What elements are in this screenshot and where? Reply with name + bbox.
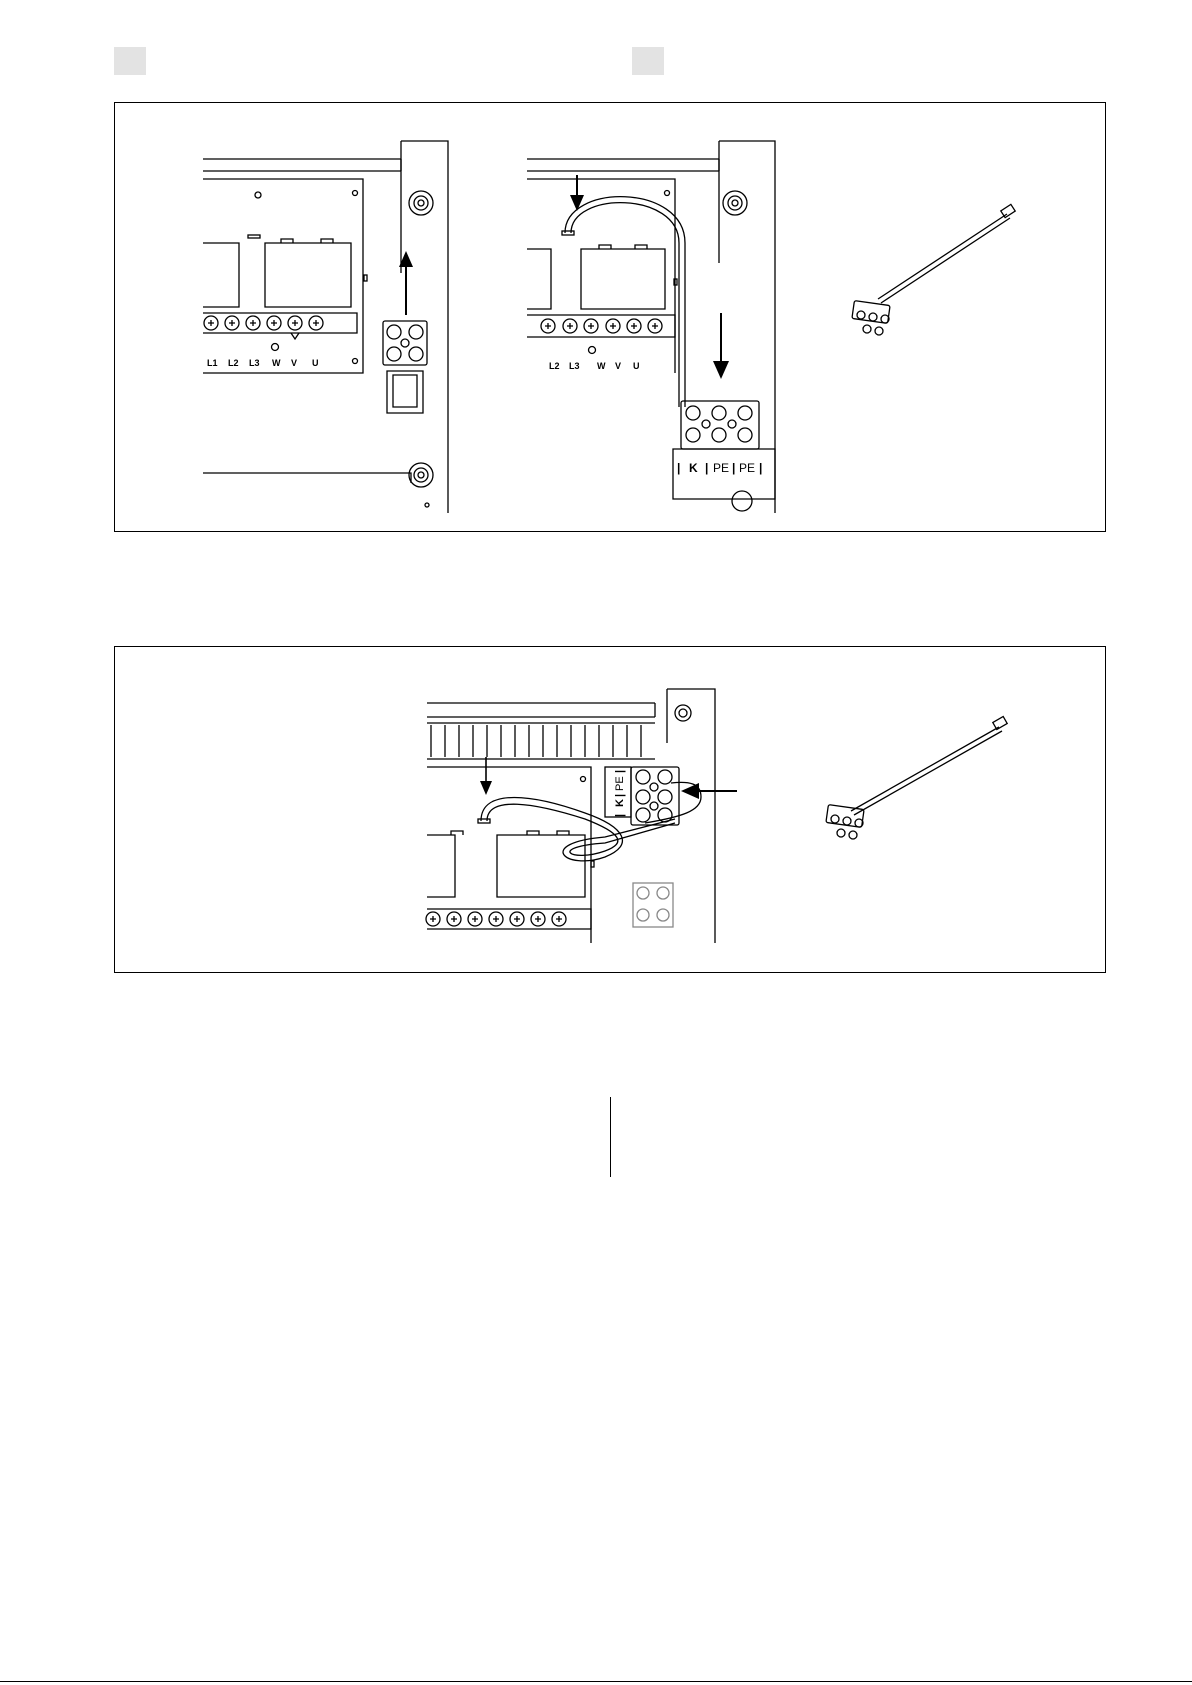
section-marker-right: [632, 47, 664, 75]
illustration-top: L1 L2 L3 W V U: [115, 103, 1107, 533]
terminal-label-u: U: [312, 358, 319, 368]
terminal-label-l1: L1: [207, 358, 218, 368]
column-divider: [610, 1097, 611, 1177]
terminal-label-pe-vertical: PE: [614, 776, 626, 791]
svg-text:|: |: [732, 461, 735, 475]
svg-text:|: |: [759, 461, 762, 475]
svg-text:|: |: [614, 794, 626, 797]
terminal-label-l2: L2: [228, 358, 239, 368]
section-marker-left: [114, 47, 146, 75]
illustration-bottom: | K | PE |: [115, 647, 1107, 974]
svg-text:|: |: [705, 461, 708, 475]
terminal-label-k-vertical: K: [614, 799, 626, 807]
figure-panel-top: L1 L2 L3 W V U: [114, 102, 1106, 532]
terminal-label-v-mid: V: [615, 361, 621, 371]
svg-text:|: |: [677, 461, 680, 475]
svg-text:|: |: [614, 770, 626, 773]
terminal-label-k: K: [689, 461, 698, 475]
svg-text:|: |: [614, 814, 626, 817]
cable-accessory-bottom: [826, 717, 1007, 839]
terminal-label-l3-mid: L3: [569, 361, 580, 371]
terminal-label-v: V: [291, 358, 297, 368]
terminal-label-u-mid: U: [633, 361, 640, 371]
terminal-label-l2-mid: L2: [549, 361, 560, 371]
terminal-label-pe-1: PE: [713, 461, 729, 475]
figure-panel-bottom: | K | PE |: [114, 646, 1106, 973]
terminal-label-w: W: [272, 358, 281, 368]
terminal-label-w-mid: W: [597, 361, 606, 371]
terminal-label-pe-2: PE: [739, 461, 755, 475]
footer-rule: [0, 1681, 1192, 1682]
cable-accessory-top: [852, 204, 1015, 335]
terminal-label-l3: L3: [249, 358, 260, 368]
